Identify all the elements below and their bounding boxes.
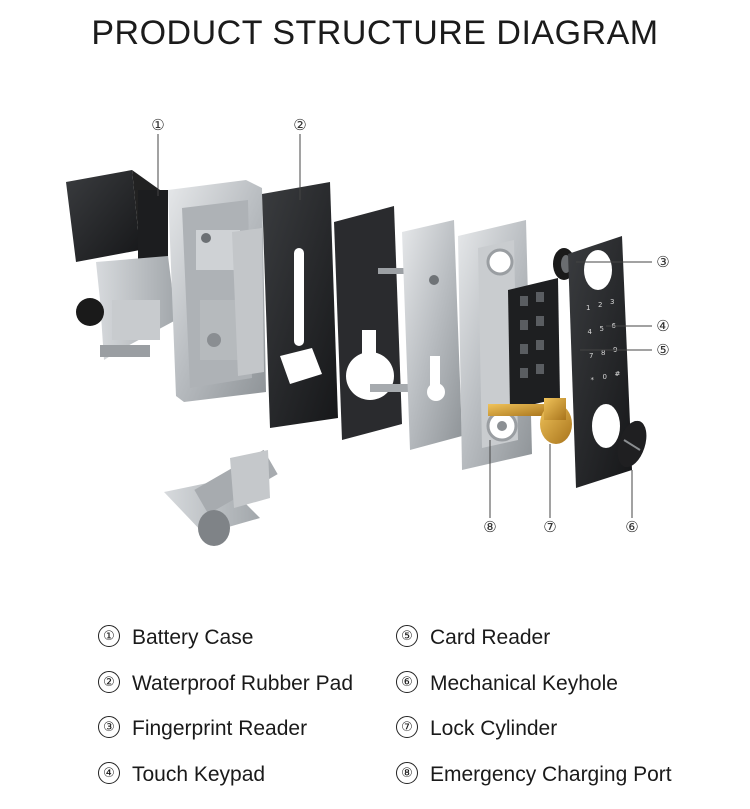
legend-number: ⑥ xyxy=(396,671,418,694)
rubber-pad-part xyxy=(262,182,338,428)
legend-number: ④ xyxy=(98,762,120,785)
legend-label: Waterproof Rubber Pad xyxy=(132,672,354,695)
keypad-key: # xyxy=(615,370,621,378)
silver-plate-part xyxy=(402,220,462,450)
back-plate-part xyxy=(334,206,430,440)
legend-label: Touch Keypad xyxy=(132,763,266,786)
legend-item-emergency-charging-port: ⑧ Emergency Charging Port xyxy=(396,762,672,791)
callout-6: ⑥ xyxy=(625,519,639,536)
legend-number: ① xyxy=(98,625,120,648)
callout-5: ⑤ xyxy=(656,342,670,359)
legend-item-battery-case: ① Battery Case xyxy=(98,625,254,654)
legend-number: ③ xyxy=(98,716,120,739)
legend-item-lock-cylinder: ⑦ Lock Cylinder xyxy=(396,716,558,745)
leader-lines xyxy=(157,134,652,518)
legend-number: ② xyxy=(98,671,120,694)
keypad-key: * xyxy=(591,376,595,384)
legend-number: ⑤ xyxy=(396,625,418,648)
legend-label: Mechanical Keyhole xyxy=(430,672,618,695)
card-reader-pcb-part xyxy=(508,278,560,410)
legend-item-waterproof-rubber-pad: ② Waterproof Rubber Pad xyxy=(98,671,354,700)
deadbolt-latch-part xyxy=(164,449,278,546)
legend-label: Fingerprint Reader xyxy=(132,717,308,740)
legend-item-fingerprint-reader: ③ Fingerprint Reader xyxy=(98,716,308,745)
legend-label: Lock Cylinder xyxy=(430,717,558,740)
battery-case-part xyxy=(66,170,168,270)
main-housing-part xyxy=(168,180,266,402)
legend-label: Battery Case xyxy=(132,626,254,649)
legend-number: ⑧ xyxy=(396,762,418,785)
keypad-key: 4 xyxy=(588,328,593,336)
legend-item-card-reader: ⑤ Card Reader xyxy=(396,625,551,654)
keypad-key: 7 xyxy=(589,352,593,360)
keypad-key: 1 xyxy=(586,304,590,312)
lock-cylinder-part xyxy=(488,398,572,444)
legend-label: Emergency Charging Port xyxy=(430,763,672,786)
callout-2: ② xyxy=(293,117,307,134)
keypad-key: 0 xyxy=(603,373,607,381)
mechanism-bracket-part xyxy=(76,256,176,360)
callout-7: ⑦ xyxy=(543,519,557,536)
callout-1: ① xyxy=(151,117,165,134)
mechanical-keyhole-part xyxy=(617,420,647,468)
legend-number: ⑦ xyxy=(396,716,418,739)
keypad-key: 8 xyxy=(601,349,605,357)
keypad-key: 3 xyxy=(610,298,614,306)
keypad-key: 5 xyxy=(600,325,604,333)
legend-label: Card Reader xyxy=(430,626,551,649)
legend-item-touch-keypad: ④ Touch Keypad xyxy=(98,762,266,791)
page-title: PRODUCT STRUCTURE DIAGRAM xyxy=(91,14,659,52)
legend-item-mechanical-keyhole: ⑥ Mechanical Keyhole xyxy=(396,671,618,700)
keypad-key: 2 xyxy=(598,301,602,309)
callout-8: ⑧ xyxy=(483,519,497,536)
callout-3: ③ xyxy=(656,254,670,271)
callout-4: ④ xyxy=(656,318,670,335)
